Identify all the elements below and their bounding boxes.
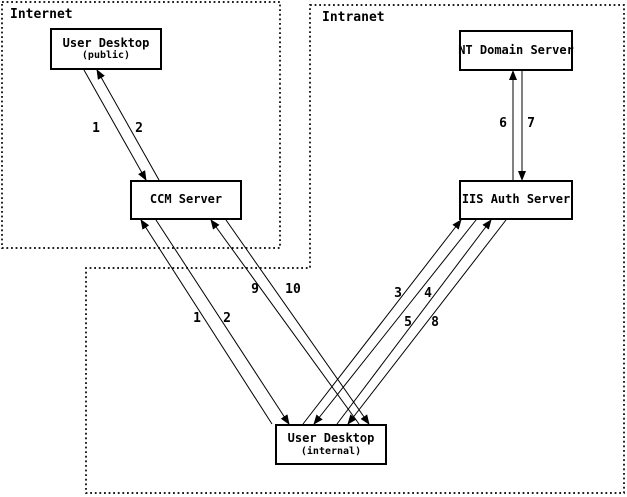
connection-line-5 bbox=[336, 219, 492, 425]
zone-label-internet: Internet bbox=[10, 7, 73, 22]
node-label: User Desktop bbox=[287, 431, 375, 446]
zone-outline-intranet bbox=[85, 4, 625, 494]
arrow-label-1: 1 bbox=[193, 311, 201, 326]
node-sublabel: (public) bbox=[81, 50, 131, 62]
node-label: NT Domain Server bbox=[458, 42, 574, 57]
arrow-label-2: 2 bbox=[135, 121, 143, 136]
node-user-desktop-public: User Desktop (public) bbox=[50, 28, 162, 70]
connection-line-2 bbox=[96, 69, 160, 181]
connection-line-10 bbox=[225, 219, 370, 425]
zone-label-intranet: Intranet bbox=[322, 10, 385, 25]
node-user-desktop-internal: User Desktop (internal) bbox=[275, 424, 387, 465]
arrow-label-3: 3 bbox=[394, 286, 402, 301]
arrow-label-7: 7 bbox=[527, 116, 535, 131]
connection-line-2 bbox=[155, 219, 290, 425]
node-sublabel: (internal) bbox=[300, 445, 362, 457]
arrow-label-10: 10 bbox=[285, 282, 301, 297]
zone-outline-internet bbox=[1, 1, 281, 249]
arrow-label-4: 4 bbox=[424, 286, 432, 301]
connection-lines bbox=[83, 69, 526, 425]
node-ccm-server: CCM Server bbox=[130, 180, 242, 220]
node-iis-auth-server: IIS Auth Server bbox=[459, 180, 573, 220]
connection-line-1 bbox=[140, 219, 273, 425]
node-label: User Desktop bbox=[62, 35, 150, 50]
connection-labels: 1 2 1 2 9 10 3 45 8 6 7 bbox=[92, 116, 535, 330]
node-nt-domain-server: NT Domain Server bbox=[458, 30, 574, 71]
node-label: CCM Server bbox=[149, 192, 223, 207]
arrow-label-2: 2 bbox=[223, 311, 231, 326]
connection-line-9 bbox=[210, 219, 360, 425]
arrow-label-5: 5 bbox=[404, 315, 412, 330]
arrow-label-9: 9 bbox=[251, 282, 259, 297]
arrow-label-8: 8 bbox=[431, 315, 439, 330]
arrow-label-1: 1 bbox=[92, 121, 100, 136]
connection-line-8 bbox=[347, 219, 507, 425]
connection-line-3 bbox=[302, 219, 462, 425]
connection-line-4 bbox=[313, 219, 477, 425]
connection-line-1 bbox=[83, 69, 147, 181]
arrow-label-6: 6 bbox=[499, 116, 507, 131]
node-label: IIS Auth Server bbox=[461, 192, 571, 207]
